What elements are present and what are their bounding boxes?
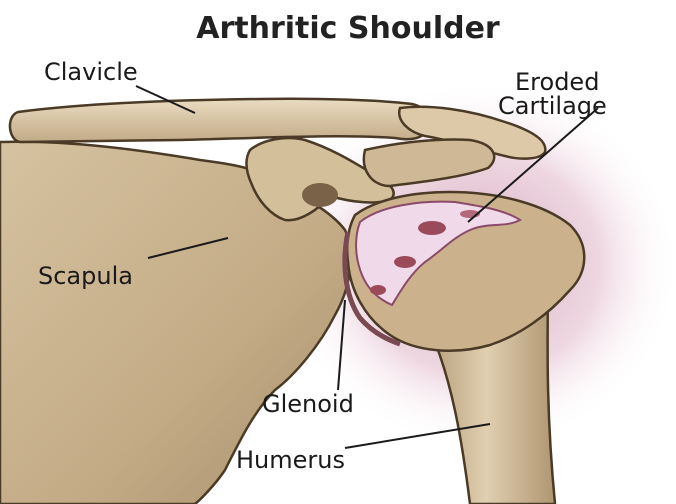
clavicle-bone <box>10 99 429 142</box>
label-humerus: Humerus <box>236 446 345 474</box>
diagram-title: Arthritic Shoulder <box>196 11 500 46</box>
label-scapula: Scapula <box>38 262 133 290</box>
label-glenoid: Glenoid <box>262 390 354 418</box>
erosion-pit <box>394 256 416 268</box>
erosion-pit <box>418 221 446 235</box>
joint-socket-shadow <box>302 183 338 207</box>
label-clavicle: Clavicle <box>44 58 138 86</box>
label-cartilage: Cartilage <box>498 92 607 120</box>
erosion-pit <box>370 285 386 295</box>
